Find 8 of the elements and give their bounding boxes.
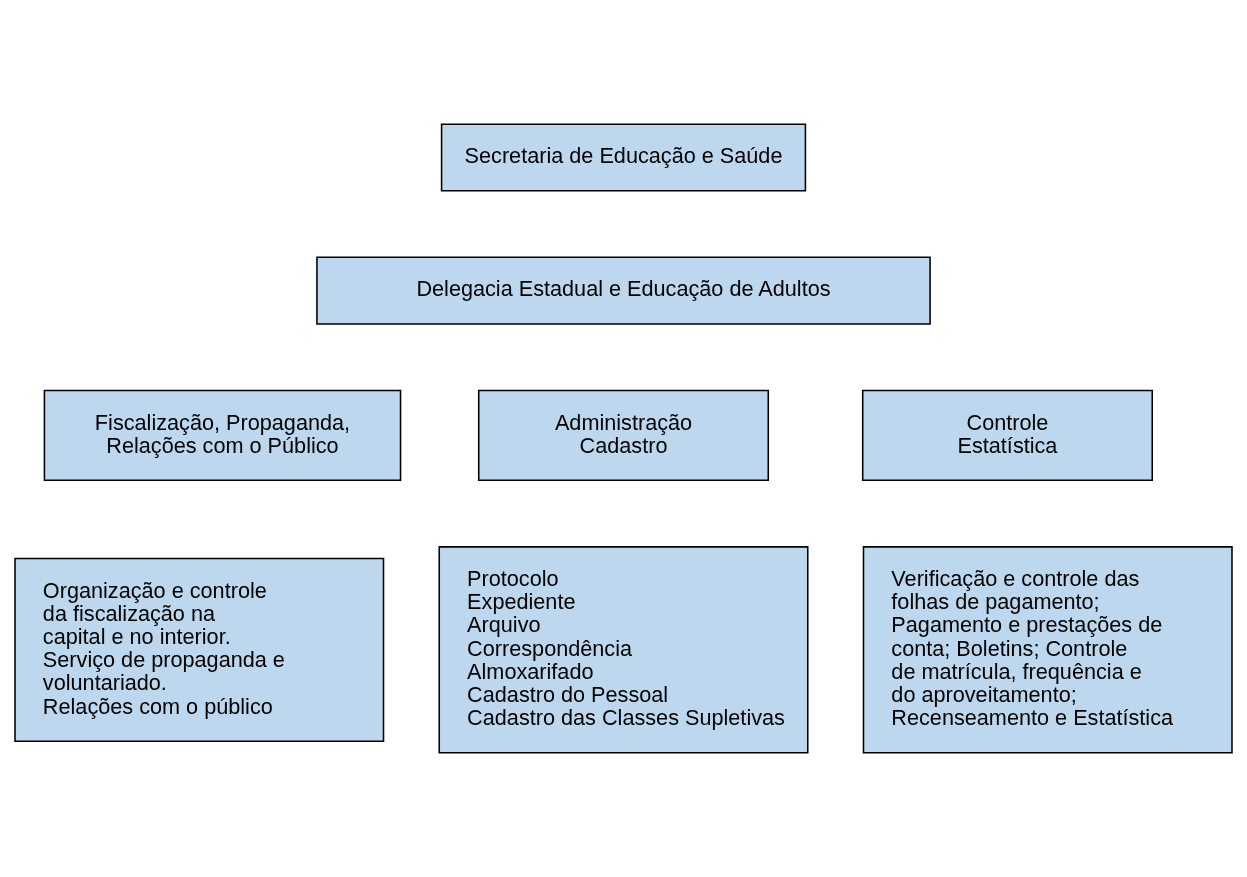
node-box: Verificação e controle das folhas de pagamento; Pagamento e prestações de conta; Boletins; Controle de matrícula, frequência e do aproveitamento; Recenseamento e Estatística (862, 546, 1233, 754)
node-box: Administração Cadastro (477, 389, 770, 482)
node-box: Protocolo Expediente Arquivo Correspondência Almoxarifado Cadastro do Pessoal Cadastro das Classes Supletivas (438, 546, 809, 754)
node-box: Fiscalização, Propaganda, Relações com o Público (43, 389, 402, 482)
node-box: Delegacia Estadual e Educação de Adultos (316, 256, 931, 325)
node-box: Secretaria de Educação e Saúde (440, 123, 807, 192)
node-box: Controle Estatística (861, 389, 1154, 482)
node-box: Organização e controle da fiscalização na capital e no interior. Serviço de propaganda e voluntariado. Relações com o público (14, 557, 385, 742)
